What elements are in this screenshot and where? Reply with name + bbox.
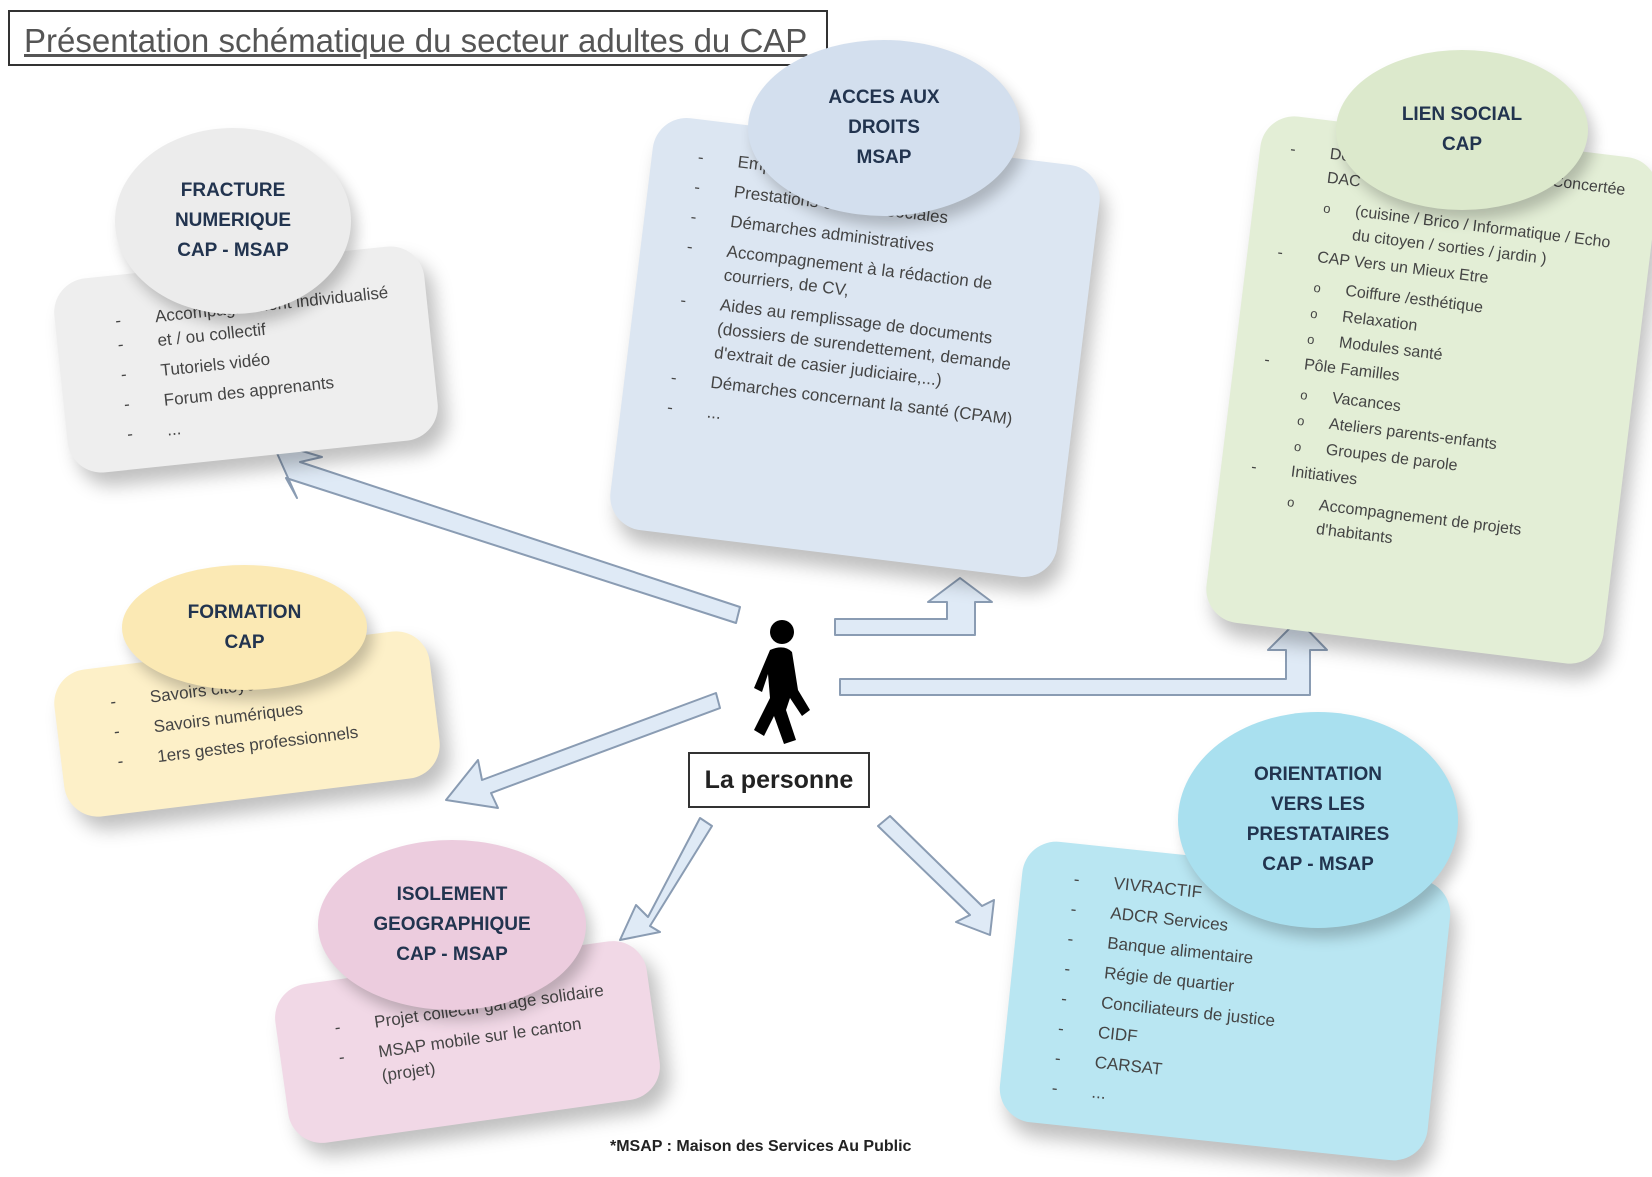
heading-isolement-1: ISOLEMENT [396,884,508,905]
footnote: *MSAP : Maison des Services Au Public [610,1138,912,1155]
heading-isolement-3: CAP - MSAP [396,944,508,965]
arrow-to-orientation [877,815,995,936]
heading-acces-1: ACCES AUX [828,87,940,108]
bubble-orientation: ORIENTATION VERS LES PRESTATAIRES CAP - … [1178,712,1458,928]
heading-orientation-3: PRESTATAIRES [1246,824,1390,845]
heading-orientation-1: ORIENTATION [1253,764,1383,785]
heading-lien-1: LIEN SOCIAL [1401,104,1523,125]
heading-formation-2: CAP [224,631,265,653]
heading-orientation-4: CAP - MSAP [1262,854,1374,875]
heading-orientation-2: VERS LES [1271,794,1365,815]
heading-numerique-3: CAP - MSAP [177,240,289,261]
bubble-isolement: ISOLEMENT GEOGRAPHIQUE CAP - MSAP [318,840,586,1010]
bubble-lien-social: LIEN SOCIAL CAP [1336,50,1588,210]
heading-numerique-1: FRACTURE [180,180,286,201]
heading-lien-2: CAP [1441,134,1483,155]
arrow-to-isolement [619,817,713,941]
heading-acces-2: DROITS [848,117,920,138]
bubble-fracture-numerique: FRACTURE NUMERIQUE CAP - MSAP [115,128,351,314]
diagram-title: Présentation schématique du secteur adul… [8,10,828,66]
bubble-acces-aux-droits: ACCES AUX DROITS MSAP [748,40,1020,216]
diagram-title-text: Présentation schématique du secteur adul… [24,22,808,59]
arrow-to-acces-aux-droits [834,577,993,636]
person-label: La personne [688,752,870,808]
bubble-formation: FORMATION CAP [122,565,367,690]
walking-person-icon [754,620,810,744]
arrow-to-formation [445,692,721,809]
heading-numerique-2: NUMERIQUE [174,210,292,231]
heading-isolement-2: GEOGRAPHIQUE [373,914,531,935]
heading-acces-3: MSAP [856,147,912,168]
heading-formation-1: FORMATION [187,601,302,623]
arrow-to-lien-social [839,619,1328,696]
